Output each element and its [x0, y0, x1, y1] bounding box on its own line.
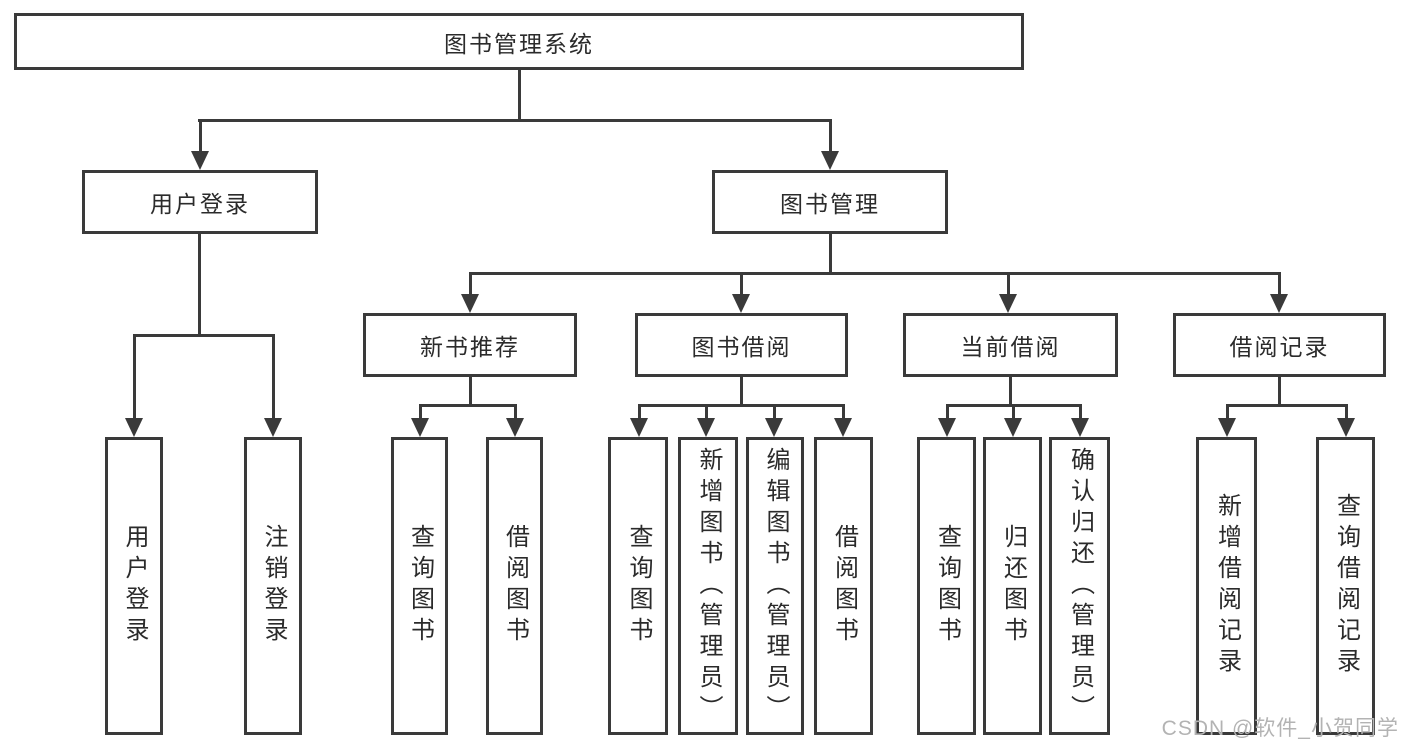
leaf-records-query-borrow-record: 查询借阅记录: [1316, 437, 1375, 735]
connector-distributor: [946, 404, 1082, 407]
watermark: CSDN @软件_小贺同学: [1161, 717, 1399, 740]
leaf-borrow-query-books: 查询图书: [608, 437, 668, 735]
connector-arrow-shaft: [272, 336, 275, 421]
arrow-down-icon: [411, 418, 429, 437]
arrow-down-icon: [191, 151, 209, 170]
leaf-borrow-borrow-books: 借阅图书: [814, 437, 873, 735]
arrow-down-icon: [821, 151, 839, 170]
node-label: 用户登录: [150, 191, 250, 217]
connector-arrow-shaft: [514, 406, 517, 421]
connector-arrow-shaft: [740, 274, 743, 296]
node-label: 借阅图书: [501, 524, 529, 648]
arrow-down-icon: [1270, 294, 1288, 313]
leaf-newbook-borrow-books: 借阅图书: [486, 437, 543, 735]
connector-arrow-shaft: [1079, 406, 1082, 421]
connector-book-mgmt-stem: [829, 234, 832, 274]
connector-arrow-shaft: [842, 406, 845, 421]
node-label: 查询图书: [625, 524, 652, 648]
connector-distributor: [419, 404, 517, 407]
node-book-borrow: 图书借阅: [635, 313, 848, 377]
leaf-newbook-query-books: 查询图书: [391, 437, 448, 735]
node-label: 借阅记录: [1229, 334, 1330, 360]
node-book-management-system: 图书管理系统: [14, 13, 1024, 70]
node-label: 图书管理: [780, 191, 880, 217]
arrow-down-icon: [732, 294, 750, 313]
connector-stem: [1278, 377, 1281, 406]
leaf-borrow-edit-books-admin: 编辑图书（管理员）: [746, 437, 804, 735]
connector-arrow-shaft: [1278, 274, 1281, 296]
connector-arrow-shaft: [1226, 406, 1229, 421]
node-label: 查询借阅记录: [1332, 493, 1360, 679]
connector-user-login-stem: [198, 234, 201, 336]
connector-arrow-shaft: [133, 336, 136, 421]
arrow-down-icon: [506, 418, 524, 437]
node-label: 编辑图书（管理员）: [762, 446, 789, 726]
node-label: 新书推荐: [420, 334, 520, 360]
node-new-book-recommend: 新书推荐: [363, 313, 577, 377]
node-label: 借阅图书: [830, 524, 858, 648]
connector-arrow-shaft: [638, 406, 641, 421]
connector-level1-distributor: [198, 119, 832, 122]
connector-stem: [1009, 377, 1012, 406]
leaf-user-login: 用户登录: [105, 437, 163, 735]
connector-arrow-shaft: [1012, 406, 1015, 421]
leaf-borrow-add-books-admin: 新增图书（管理员）: [678, 437, 738, 735]
node-label: 注销登录: [260, 524, 287, 648]
connector-user-login-distributor: [133, 334, 275, 337]
connector-distributor: [638, 404, 845, 407]
arrow-down-icon: [1337, 418, 1355, 437]
node-label: 当前借阅: [960, 334, 1061, 360]
node-label: 图书借阅: [691, 334, 792, 360]
node-label: 新增借阅记录: [1213, 493, 1241, 679]
node-book-management: 图书管理: [712, 170, 948, 234]
leaf-records-add-borrow-record: 新增借阅记录: [1196, 437, 1257, 735]
connector-arrow-shaft: [946, 406, 949, 421]
connector-arrow-shaft: [419, 406, 422, 421]
node-label: 用户登录: [121, 524, 148, 648]
node-label: 新增图书（管理员）: [695, 446, 722, 726]
node-borrow-records: 借阅记录: [1173, 313, 1386, 377]
connector-level2-distributor: [469, 272, 1281, 275]
connector-distributor: [1226, 404, 1348, 407]
arrow-down-icon: [999, 294, 1017, 313]
arrow-down-icon: [264, 418, 282, 437]
connector-arrow-shaft: [469, 274, 472, 296]
leaf-current-return-books: 归还图书: [983, 437, 1042, 735]
connector-stem: [469, 377, 472, 406]
connector-arrow-shaft: [1345, 406, 1348, 421]
arrow-down-icon: [697, 418, 715, 437]
arrow-down-icon: [765, 418, 783, 437]
arrow-down-icon: [125, 418, 143, 437]
arrow-down-icon: [1071, 418, 1089, 437]
node-label: 图书管理系统: [444, 30, 594, 57]
connector-stem: [740, 377, 743, 406]
node-label: 查询图书: [933, 524, 961, 648]
node-current-borrow: 当前借阅: [903, 313, 1118, 377]
leaf-current-confirm-return-admin: 确认归还（管理员）: [1049, 437, 1110, 735]
node-label: 查询图书: [406, 524, 434, 648]
arrow-down-icon: [834, 418, 852, 437]
connector-arrow-shaft: [1007, 274, 1010, 296]
node-label: 归还图书: [999, 524, 1027, 648]
connector-arrow-shaft: [829, 121, 832, 154]
arrow-down-icon: [1004, 418, 1022, 437]
arrow-down-icon: [1218, 418, 1236, 437]
arrow-down-icon: [938, 418, 956, 437]
arrow-down-icon: [630, 418, 648, 437]
arrow-down-icon: [461, 294, 479, 313]
node-label: 确认归还（管理员）: [1066, 446, 1094, 726]
connector-arrow-shaft: [705, 406, 708, 421]
leaf-logout-login: 注销登录: [244, 437, 302, 735]
node-user-login: 用户登录: [82, 170, 318, 234]
leaf-current-query-books: 查询图书: [917, 437, 976, 735]
connector-arrow-shaft: [199, 121, 202, 154]
connector-root-stem: [518, 70, 521, 121]
connector-arrow-shaft: [773, 406, 776, 421]
